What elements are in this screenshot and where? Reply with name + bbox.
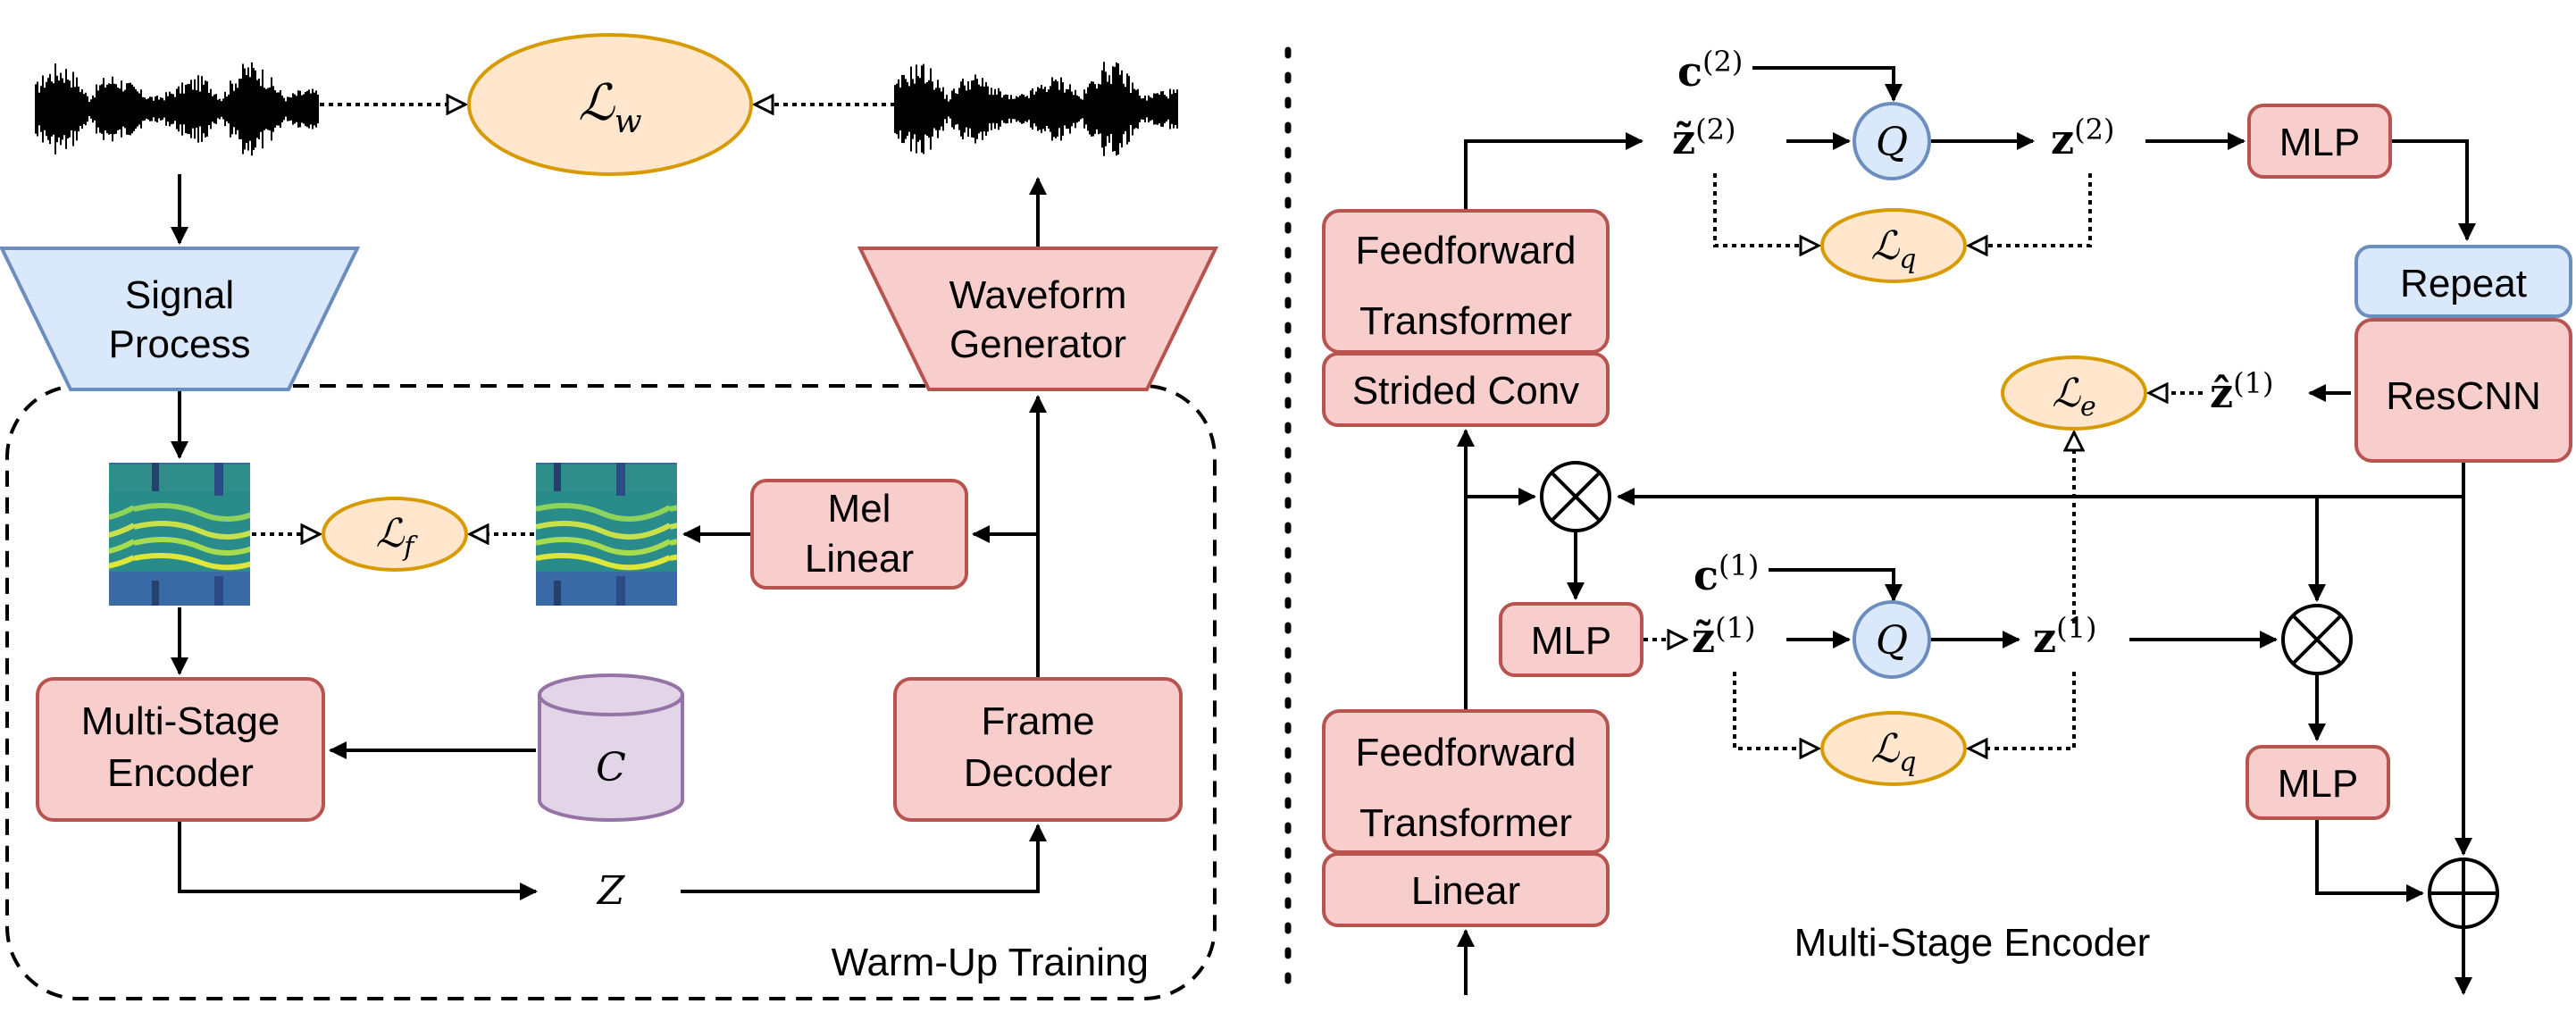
multi-stage-encoder-block [36, 677, 325, 822]
mlp-bottom-block [2246, 745, 2390, 820]
waveform-trace [894, 62, 1178, 156]
frame-decoder-label-2: Decoder [964, 751, 1112, 795]
codebook-label: C [596, 745, 626, 791]
warmup-region-border [5, 384, 1217, 1000]
mlp-mid-label: MLP [1531, 619, 1611, 663]
mlp-top-label: MLP [2279, 121, 2360, 164]
reconstructed-spectrogram-image [536, 463, 677, 606]
frame-decoder-block [893, 677, 1183, 822]
mlp-top-to-repeat [2392, 139, 2476, 241]
c1-label: c(1) [1694, 548, 1759, 599]
loss-q1-label: ℒq [1871, 726, 1917, 778]
linear-block [1322, 852, 1610, 927]
loss-f-ellipse [322, 497, 468, 572]
ff-transformer-top-label: Feedforward [1355, 229, 1576, 272]
multiply-node-1 [1540, 461, 1611, 532]
encoder-panel-label: Multi-Stage Encoder [1794, 921, 2151, 965]
warmup-panel: Warm-Up Training ℒw Signal Process Wavef… [0, 33, 1219, 1000]
ztilde1-label: z̃(1) [1692, 611, 1755, 662]
rescnn-block [2354, 318, 2572, 463]
c1-to-q1 [1769, 568, 1903, 602]
output-waveform-icon [894, 62, 1178, 156]
rescnn-label: ResCNN [2386, 374, 2541, 418]
warmup-region-label: Warm-Up Training [832, 941, 1149, 984]
mel-linear-block [750, 479, 968, 590]
quantizer-q2 [1853, 102, 1931, 180]
ff-transformer-top-label-2: Transformer [1359, 299, 1572, 343]
signal-process-label: Signal [125, 273, 234, 317]
z1-label: z(1) [2033, 611, 2096, 662]
c2-label: c(2) [1677, 45, 1743, 96]
ff-transformer-bottom-label-2: Transformer [1359, 801, 1572, 845]
loss-q2-label: ℒq [1871, 223, 1917, 275]
latent-z-label: Z [596, 868, 626, 914]
multiply-node-2 [2281, 604, 2353, 675]
mel-linear-label: Mel [828, 487, 891, 531]
ff-top-to-ztilde2 [1464, 132, 1643, 209]
codebook-cylinder [538, 673, 684, 822]
z2-label: z(2) [2051, 113, 2114, 163]
ztilde2-label: z̃(2) [1672, 113, 1735, 163]
loss-q2-ellipse [1820, 208, 1967, 283]
waveform-generator-block [857, 247, 1219, 391]
loss-q1-ellipse [1820, 711, 1967, 786]
linear-label: Linear [1411, 869, 1520, 913]
ztilde2-to-loss-q2 [1713, 173, 1819, 246]
z2-to-loss-q2 [1969, 173, 2092, 246]
mlp-bottom-to-sum [2315, 820, 2424, 902]
loss-w-ellipse [467, 33, 753, 176]
waveform-generator-label-2: Generator [949, 322, 1126, 366]
loss-e-label: ℒe [2052, 371, 2095, 422]
signal-process-label-2: Process [109, 322, 251, 366]
mlp-bottom-label: MLP [2278, 762, 2358, 806]
q1-label: Q [1876, 618, 1908, 664]
waveform-trace [35, 62, 319, 156]
q2-label: Q [1876, 120, 1908, 165]
sum-node [2428, 858, 2499, 929]
frame-decoder-label: Frame [981, 699, 1094, 743]
repeat-block [2354, 245, 2572, 318]
strided-conv-block [1322, 352, 1610, 427]
loss-e-ellipse [2001, 356, 2147, 431]
input-waveform-icon [35, 62, 319, 156]
strided-conv-label: Strided Conv [1352, 369, 1579, 413]
multi-stage-encoder-label: Multi-Stage [81, 699, 280, 743]
waveform-generator-label: Waveform [949, 273, 1127, 317]
z-to-decoder [681, 824, 1047, 893]
quantizer-q1 [1853, 600, 1931, 679]
z1-to-loss-q1 [1969, 672, 2076, 749]
ff-transformer-bottom-label: Feedforward [1355, 731, 1576, 774]
loss-w-label: ℒw [578, 74, 641, 140]
zhat1-label: ẑ(1) [2210, 366, 2273, 417]
mlp-mid-block [1499, 602, 1643, 677]
encoder-to-z [178, 822, 538, 900]
multi-stage-encoder-panel: Multi-Stage Encoder Feedforward Transfor… [1322, 45, 2572, 995]
multi-stage-encoder-label-2: Encoder [107, 751, 254, 795]
c2-to-q2 [1752, 66, 1903, 102]
mlp-top-block [2247, 104, 2392, 179]
repeat-label: Repeat [2400, 262, 2527, 305]
ztilde1-to-loss-q1 [1733, 672, 1819, 749]
signal-process-block [0, 247, 361, 391]
input-spectrogram-image [109, 463, 250, 606]
mel-linear-label-2: Linear [805, 537, 914, 581]
